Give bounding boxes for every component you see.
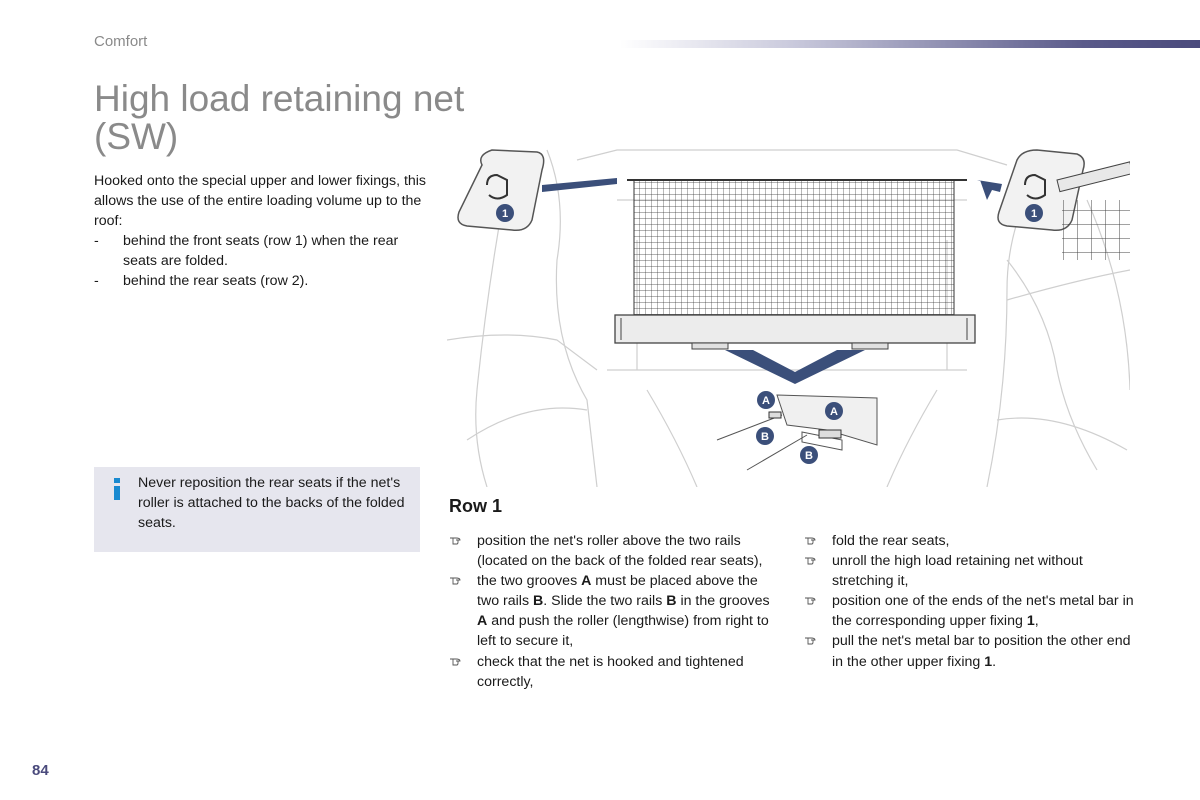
svg-text:1: 1 bbox=[1031, 208, 1037, 220]
step-text: position the net's roller above the two … bbox=[477, 533, 763, 570]
step-text: must be placed above the two rails bbox=[477, 573, 758, 610]
info-icon bbox=[114, 478, 120, 500]
step-text: unroll the high load retaining net witho… bbox=[832, 553, 1083, 590]
list-item: -behind the front seats (row 1) when the… bbox=[94, 233, 399, 270]
step-text: position one of the ends of the net's me… bbox=[832, 593, 1134, 630]
list-item: unroll the high load retaining net witho… bbox=[804, 551, 1134, 591]
intro: Hooked onto the special upper and lower … bbox=[94, 171, 429, 292]
step-text: pull the net's metal bar to position the… bbox=[832, 633, 1131, 670]
step-text: . Slide the two rails bbox=[543, 593, 667, 610]
list-item: -behind the rear seats (row 2). bbox=[94, 273, 309, 290]
header-bar bbox=[620, 40, 1200, 48]
reference-label: A bbox=[477, 613, 488, 630]
list-item: check that the net is hooked and tighten… bbox=[449, 652, 779, 692]
svg-text:B: B bbox=[761, 431, 769, 443]
reference-label: 1 bbox=[984, 653, 993, 670]
net-mesh bbox=[633, 179, 955, 319]
step-text: check that the net is hooked and tighten… bbox=[477, 653, 744, 690]
reference-label: A bbox=[581, 573, 592, 590]
right-fixing-detail bbox=[977, 149, 1130, 260]
svg-text:A: A bbox=[830, 406, 838, 418]
row1-steps-col2: fold the rear seats, unroll the high load… bbox=[804, 531, 1134, 672]
reference-label: 1 bbox=[1026, 613, 1035, 630]
pointing-hand-icon bbox=[805, 537, 816, 545]
net-roller bbox=[614, 314, 976, 344]
left-fixing-detail bbox=[457, 149, 617, 232]
page-number: 84 bbox=[32, 762, 49, 779]
reference-label: B bbox=[532, 593, 544, 610]
pointing-hand-icon bbox=[805, 638, 816, 645]
intro-text: Hooked onto the special upper and lower … bbox=[94, 173, 427, 230]
row1-steps-col1: position the net's roller above the two … bbox=[449, 531, 779, 692]
intro-list: -behind the front seats (row 1) when the… bbox=[94, 231, 429, 291]
callout-badges: 1 1 A A B B bbox=[496, 204, 1043, 464]
pointing-hand-icon bbox=[450, 577, 461, 585]
list-item: pull the net's metal bar to position the… bbox=[804, 631, 1134, 671]
info-text: Never reposition the rear seats if the n… bbox=[138, 475, 405, 532]
list-item: fold the rear seats, bbox=[804, 531, 1134, 551]
svg-text:A: A bbox=[762, 395, 770, 407]
pointing-hand-icon bbox=[450, 658, 461, 666]
detail-inset-rails bbox=[716, 394, 878, 471]
step-text: the two grooves bbox=[477, 573, 582, 590]
section-label: Comfort bbox=[94, 33, 148, 50]
row-title: Row 1 bbox=[449, 496, 503, 516]
info-box: Never reposition the rear seats if the n… bbox=[94, 467, 420, 552]
svg-text:B: B bbox=[805, 450, 813, 462]
step-text: and push the roller (lengthwise) from ri… bbox=[477, 613, 769, 650]
net-illustration: 1 1 A A B B bbox=[447, 140, 1130, 487]
list-item: position the net's roller above the two … bbox=[449, 531, 779, 571]
pointing-hand-icon bbox=[805, 557, 816, 565]
svg-text:1: 1 bbox=[502, 208, 508, 220]
step-text: in the grooves bbox=[676, 593, 770, 610]
list-item: the two grooves A must be placed above t… bbox=[449, 571, 779, 651]
step-text: , bbox=[1034, 613, 1039, 630]
step-text: fold the rear seats, bbox=[832, 533, 950, 549]
list-item: position one of the ends of the net's me… bbox=[804, 591, 1134, 631]
pointing-hand-icon bbox=[805, 597, 816, 605]
step-text: . bbox=[992, 653, 997, 670]
down-arrow-icon bbox=[725, 350, 865, 384]
reference-label: B bbox=[666, 593, 677, 610]
page-title: High load retaining net (SW) bbox=[94, 78, 465, 157]
pointing-hand-icon bbox=[450, 537, 461, 545]
